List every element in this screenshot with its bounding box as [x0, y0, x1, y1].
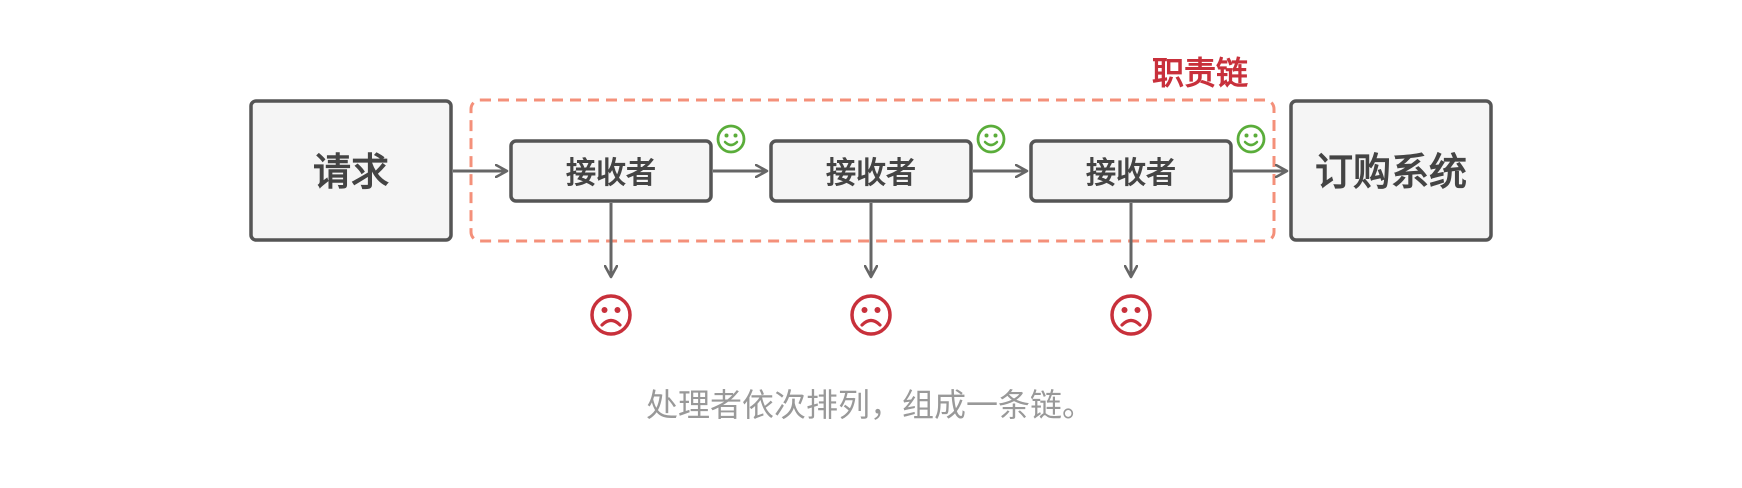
receiver-box-1 [509, 139, 713, 203]
frown-icon [850, 294, 892, 336]
ordering-system-label: 订购系统 [1315, 150, 1467, 194]
diagram-caption: 处理者依次排列，组成一条链。 [646, 386, 1094, 424]
request-box [249, 99, 453, 242]
frown-icon [590, 294, 632, 336]
request-label: 请求 [313, 150, 389, 194]
receiver-box-2 [769, 139, 973, 203]
ordering-system-box [1289, 99, 1493, 242]
smiley-icon [716, 124, 746, 154]
smiley-icon [976, 124, 1006, 154]
smiley-icon [1236, 124, 1266, 154]
receiver-box-3 [1029, 139, 1233, 203]
frown-icon [1110, 294, 1152, 336]
receiver-label-2: 接收者 [826, 156, 916, 191]
receiver-label-1: 接收者 [566, 156, 656, 191]
chain-label: 职责链 [1152, 54, 1248, 92]
receiver-label-3: 接收者 [1086, 156, 1176, 191]
